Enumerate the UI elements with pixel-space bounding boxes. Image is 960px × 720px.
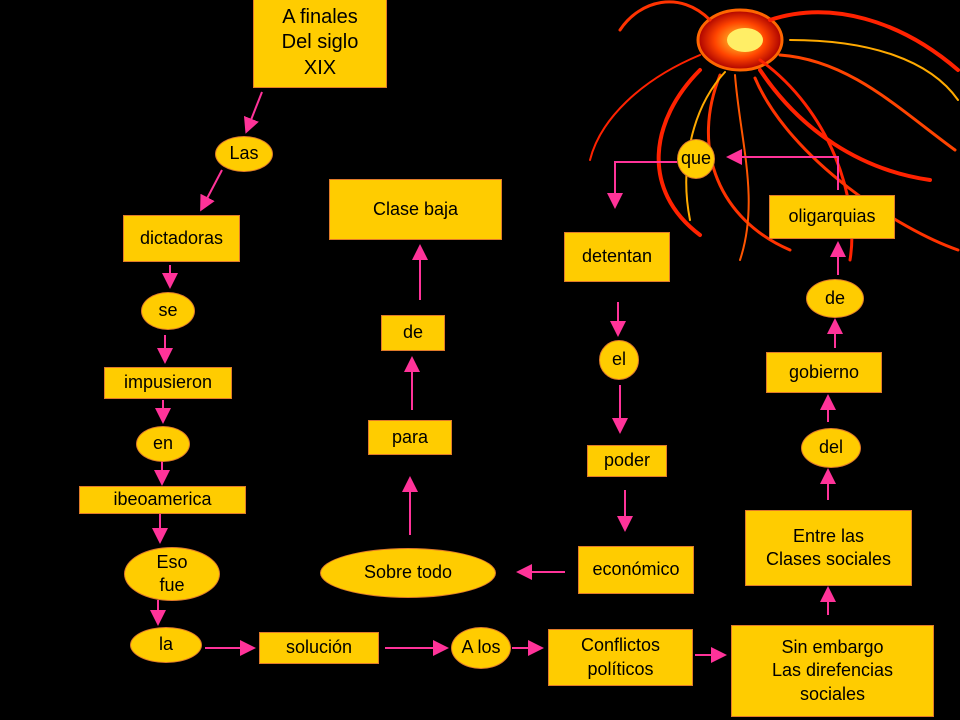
node-clase-baja: Clase baja [329,179,502,240]
node-se: se [141,292,195,330]
node-la: la [130,627,202,663]
node-en: en [136,426,190,462]
node-las: Las [215,136,273,172]
node-economico: económico [578,546,694,594]
node-impusieron: impusieron [104,367,232,399]
node-sobre-todo: Sobre todo [320,548,496,598]
node-detentan: detentan [564,232,670,282]
node-para: para [368,420,452,455]
node-conflictos: Conflictos políticos [548,629,693,686]
arrow-que-detentan [607,161,677,209]
node-el: el [599,340,639,380]
node-a-finales: A finales Del siglo XIX [253,0,387,88]
node-oligarquias: oligarquias [769,195,895,239]
node-que: que [677,139,715,179]
node-de-mid: de [381,315,445,351]
node-del: del [801,428,861,468]
node-de-right: de [806,279,864,318]
node-a-los: A los [451,627,511,669]
node-poder: poder [587,445,667,477]
node-entre-las: Entre las Clases sociales [745,510,912,586]
arrow-afinales-las [243,91,263,134]
node-gobierno: gobierno [766,352,882,393]
node-solucion: solución [259,632,379,664]
arrow-oligarquias-que [726,149,839,190]
node-ibeoamerica: ibeoamerica [79,486,246,514]
arrow-las-dictadoras [200,169,223,212]
node-sin-embargo: Sin embargo Las direfencias sociales [731,625,934,717]
node-dictadoras: dictadoras [123,215,240,262]
node-eso-fue: Eso fue [124,547,220,601]
